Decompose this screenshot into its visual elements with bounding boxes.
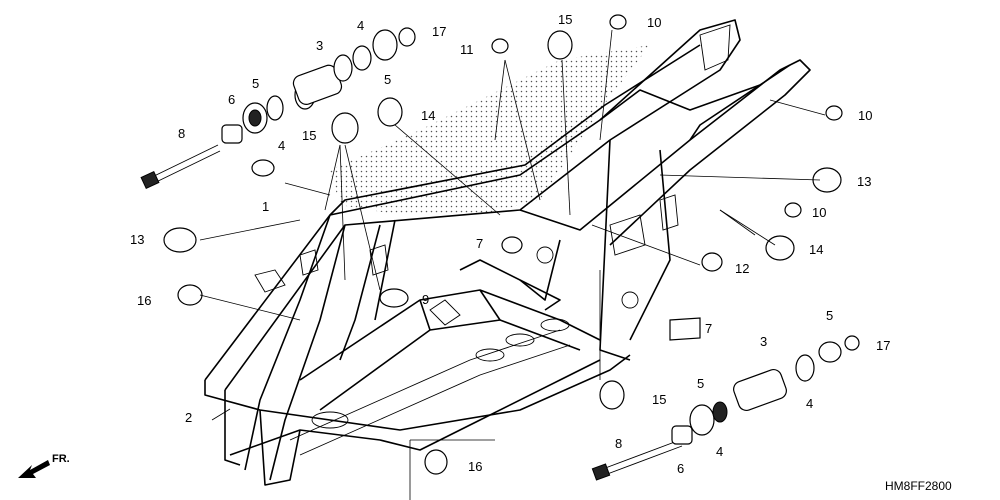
shaded-panel-area: [330, 45, 650, 215]
callout-13-right: 13: [857, 174, 871, 189]
callout-17-top: 17: [432, 24, 446, 39]
callout-15-bottom: 15: [652, 392, 666, 407]
callout-10-right-top: 10: [858, 108, 872, 123]
callout-15-left: 15: [302, 128, 316, 143]
callout-3-bottom: 3: [760, 334, 767, 349]
callout-15-top: 15: [558, 12, 572, 27]
callout-2: 2: [185, 410, 192, 425]
pivot-shaft-assembly-bottom: [591, 317, 860, 481]
callout-5-top: 5: [384, 72, 391, 87]
callout-13-left: 13: [130, 232, 144, 247]
clips: [163, 14, 843, 475]
callout-4-bottom: 4: [716, 444, 723, 459]
front-direction-label: FR.: [52, 453, 70, 465]
callout-8-top: 8: [178, 126, 185, 141]
callout-11: 11: [460, 42, 474, 57]
callout-7-right: 7: [705, 321, 712, 336]
callout-8-bottom: 8: [615, 436, 622, 451]
front-direction-arrow: FR.: [18, 453, 70, 478]
callout-9: 9: [422, 292, 429, 307]
callout-1: 1: [262, 199, 269, 214]
leader-lines: [199, 29, 826, 500]
callout-3-top: 3: [316, 38, 323, 53]
callout-14-top: 14: [421, 108, 435, 123]
diagram-code: HM8FF2800: [885, 479, 952, 493]
pivot-shaft-assembly-top: [140, 27, 416, 190]
callout-10-top: 10: [647, 15, 661, 30]
callout-4-left: 4: [278, 138, 285, 153]
callout-5-left: 5: [252, 76, 259, 91]
callout-5-right: 5: [826, 308, 833, 323]
callout-17-bottom: 17: [876, 338, 890, 353]
main-frame: [204, 19, 811, 486]
callout-labels: 3 4 17 5 5 6 4 8 15 1 13 16 2 14 11 15 1…: [130, 12, 890, 476]
callout-5-bottom: 5: [697, 376, 704, 391]
callout-12: 12: [735, 261, 749, 276]
callout-6-bottom: 6: [677, 461, 684, 476]
callout-4-bottom-right: 4: [806, 396, 813, 411]
callout-6-top: 6: [228, 92, 235, 107]
callout-7-middle: 7: [476, 236, 483, 251]
callout-4-top: 4: [357, 18, 364, 33]
callout-16-left: 16: [137, 293, 151, 308]
callout-10-right: 10: [812, 205, 826, 220]
callout-14-right: 14: [809, 242, 823, 257]
callout-16-bottom: 16: [468, 459, 482, 474]
